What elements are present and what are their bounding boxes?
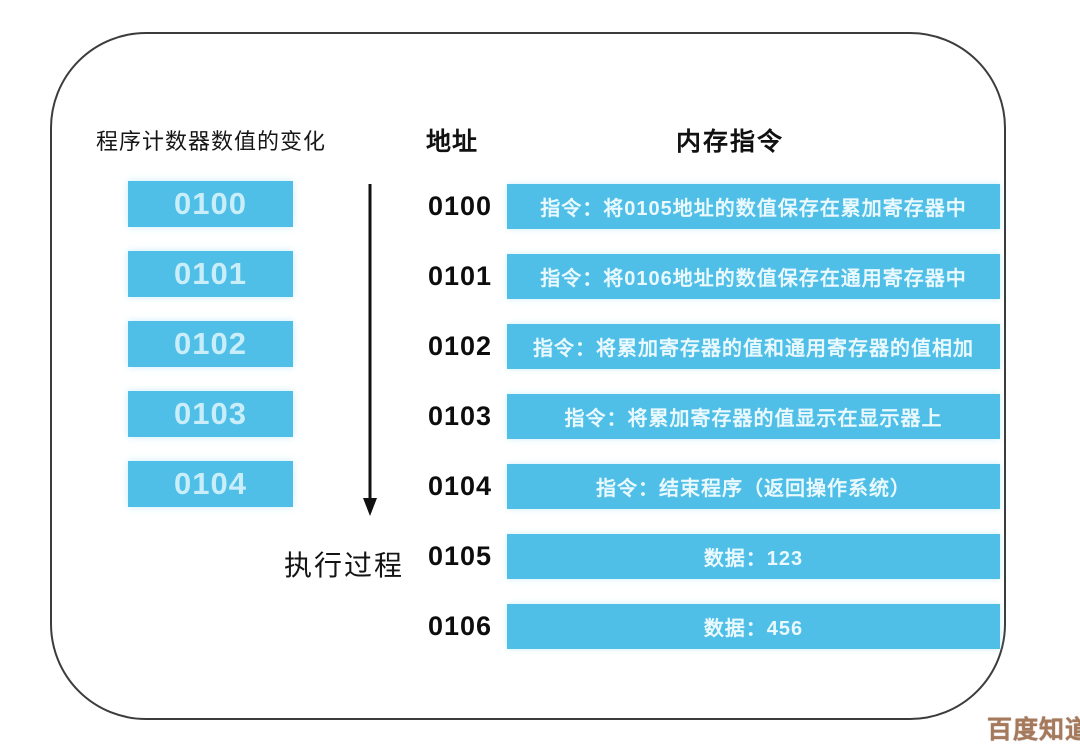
pc-value: 0104 bbox=[174, 466, 247, 501]
memory-address: 0102 bbox=[428, 331, 493, 361]
pc-value: 0102 bbox=[174, 326, 247, 361]
memory-row: 0106 数据：456 bbox=[428, 604, 1000, 649]
program-counter-column: 0100 0101 0102 0103 0104 bbox=[128, 181, 293, 531]
pc-value: 0101 bbox=[174, 256, 247, 291]
memory-cell: 指令：将累加寄存器的值显示在显示器上 bbox=[507, 394, 1000, 439]
memory-row: 0103 指令：将累加寄存器的值显示在显示器上 bbox=[428, 394, 1000, 439]
address-column-header: 地址 bbox=[426, 128, 479, 156]
memory-row: 0100 指令：将0105地址的数值保存在累加寄存器中 bbox=[428, 184, 1000, 229]
memory-cell: 数据：123 bbox=[507, 534, 1000, 579]
memory-address: 0100 bbox=[428, 191, 493, 221]
memory-cell: 指令：将累加寄存器的值和通用寄存器的值相加 bbox=[507, 324, 1000, 369]
memory-table: 0100 指令：将0105地址的数值保存在累加寄存器中 0101 指令：将010… bbox=[428, 184, 1000, 674]
baidu-zhidao-watermark: 百度知道 bbox=[987, 716, 1080, 744]
memory-cell-text: 指令：将0105地址的数值保存在累加寄存器中 bbox=[540, 198, 967, 220]
memory-address: 0103 bbox=[428, 401, 493, 431]
pc-value: 0100 bbox=[174, 186, 247, 221]
memory-cell-text: 指令：将0106地址的数值保存在通用寄存器中 bbox=[540, 268, 967, 290]
pc-value-box: 0104 bbox=[128, 461, 293, 507]
memory-cell-text: 数据：123 bbox=[703, 548, 804, 570]
pc-value-box: 0101 bbox=[128, 251, 293, 297]
memory-cell-text: 指令：将累加寄存器的值显示在显示器上 bbox=[564, 408, 943, 430]
pc-value: 0103 bbox=[174, 396, 247, 431]
memory-address: 0106 bbox=[428, 611, 493, 641]
memory-cell-text: 数据：456 bbox=[703, 618, 804, 640]
memory-cell-text: 指令：结束程序（返回操作系统） bbox=[596, 478, 911, 500]
memory-instruction-header: 内存指令 bbox=[676, 128, 785, 156]
memory-row: 0104 指令：结束程序（返回操作系统） bbox=[428, 464, 1000, 509]
memory-cell: 指令：结束程序（返回操作系统） bbox=[507, 464, 1000, 509]
memory-cell: 指令：将0106地址的数值保存在通用寄存器中 bbox=[507, 254, 1000, 299]
memory-row: 0101 指令：将0106地址的数值保存在通用寄存器中 bbox=[428, 254, 1000, 299]
pc-value-box: 0103 bbox=[128, 391, 293, 437]
memory-cell: 指令：将0105地址的数值保存在累加寄存器中 bbox=[507, 184, 1000, 229]
memory-row: 0105 数据：123 bbox=[428, 534, 1000, 579]
memory-address: 0104 bbox=[428, 471, 493, 501]
memory-address: 0101 bbox=[428, 261, 493, 291]
memory-cell: 数据：456 bbox=[507, 604, 1000, 649]
execution-flow-down-arrow-icon bbox=[363, 184, 377, 516]
memory-cell-text: 指令：将累加寄存器的值和通用寄存器的值相加 bbox=[533, 338, 974, 360]
program-counter-header: 程序计数器数值的变化 bbox=[96, 129, 327, 154]
pc-value-box: 0102 bbox=[128, 321, 293, 367]
memory-address: 0105 bbox=[428, 541, 493, 571]
pc-value-box: 0100 bbox=[128, 181, 293, 227]
execution-process-label: 执行过程 bbox=[284, 550, 405, 581]
memory-row: 0102 指令：将累加寄存器的值和通用寄存器的值相加 bbox=[428, 324, 1000, 369]
